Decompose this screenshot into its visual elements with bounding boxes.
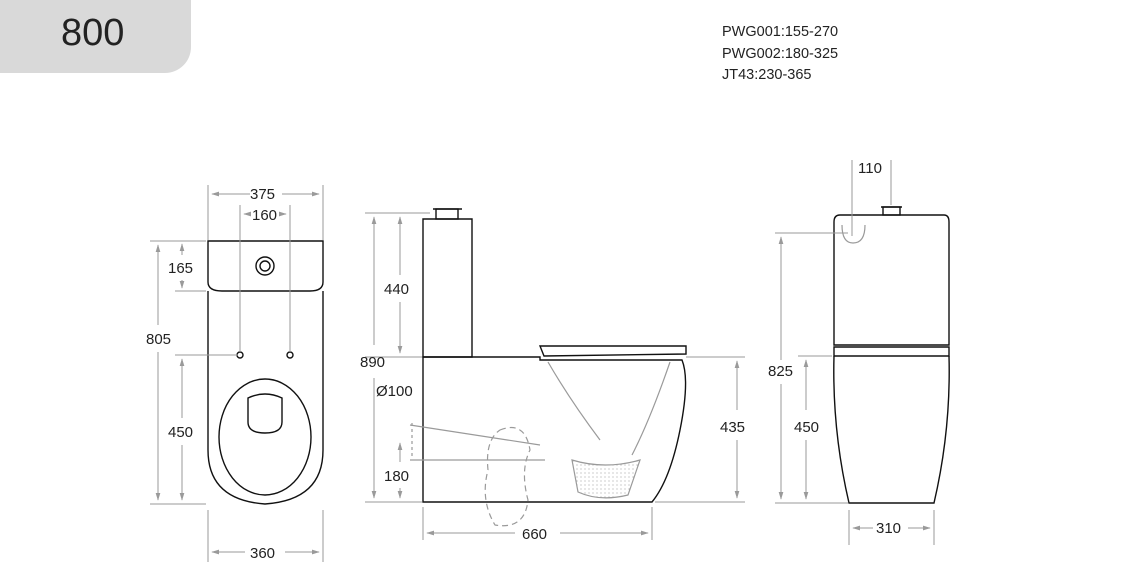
side-length-label: 660 [522, 526, 547, 543]
model-code-pwg001: PWG001:155-270 [722, 24, 839, 40]
side-seat-lid [538, 345, 687, 357]
side-hidden-lines [409, 361, 671, 527]
side-flush-button [435, 208, 459, 220]
side-outlet-height-label: 180 [384, 468, 409, 485]
back-flush-button [882, 206, 901, 216]
side-outlet-diameter-label: Ø100 [376, 383, 413, 400]
front-view [207, 240, 324, 505]
side-tank-outline [422, 218, 473, 358]
back-seat-lid [833, 346, 950, 357]
back-seat-height-label: 450 [794, 419, 819, 436]
front-width-top-label: 375 [250, 186, 275, 203]
back-total-height-label: 825 [768, 363, 793, 380]
back-view [833, 206, 950, 504]
bolt-hole-right [286, 351, 294, 359]
size-label: 800 [61, 12, 125, 54]
back-hidden-lines [841, 224, 866, 244]
side-bowl-height-label: 435 [720, 419, 745, 436]
back-tank-outline [833, 214, 950, 346]
front-dimension-lines [150, 185, 324, 562]
flush-button-icon [255, 256, 275, 276]
model-codes: PWG001:155-270 PWG002:180-325 JT43:230-3… [722, 22, 838, 87]
side-tank-dim-label: 440 [384, 281, 409, 298]
side-view [422, 208, 687, 503]
model-code-pwg002: PWG002:180-325 [722, 45, 839, 62]
front-tank-outline [207, 240, 324, 292]
back-base-width-label: 310 [876, 520, 901, 537]
model-code-jt43: JT43:230-365 [722, 67, 812, 83]
front-seat-height-label: 450 [168, 424, 193, 441]
front-hole-spacing-label: 160 [252, 207, 277, 224]
back-dimension-lines [775, 160, 935, 545]
front-base-width-label: 360 [250, 545, 275, 562]
side-total-height-label: 890 [360, 354, 385, 371]
side-body-outline [422, 356, 687, 503]
front-seat-opening [247, 393, 283, 434]
back-button-offset-label: 110 [858, 160, 882, 177]
front-tank-height-label: 165 [168, 260, 193, 277]
front-seat-outline [218, 378, 312, 496]
size-tab: 800 [0, 0, 191, 73]
back-body-outline [833, 355, 950, 504]
front-total-height-label: 805 [146, 331, 171, 348]
front-bowl-outline [207, 291, 324, 505]
side-dimension-lines [365, 212, 745, 540]
